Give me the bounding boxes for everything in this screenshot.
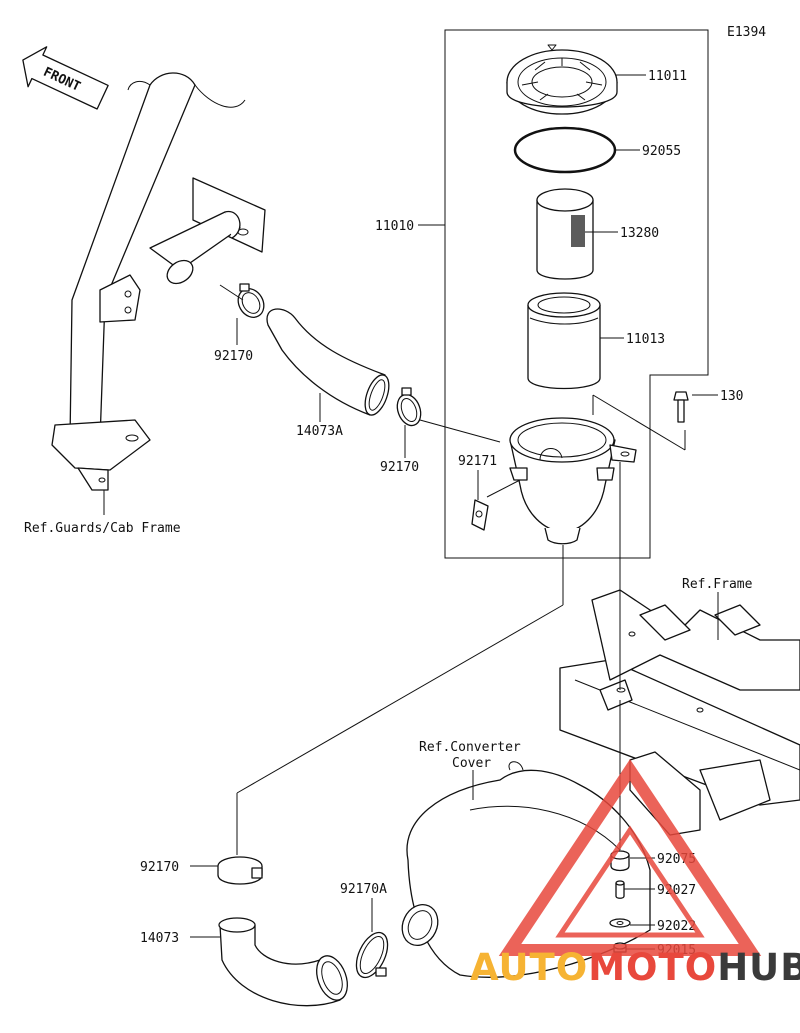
intake-hose-14073A: [266, 308, 390, 416]
hose-clamp-92170-b: [396, 387, 422, 427]
watermark-triangle-icon: [498, 759, 762, 956]
label-11013: 11013: [626, 332, 665, 347]
air-cleaner-cap-11011: [506, 44, 618, 115]
label-92170-b: 92170: [380, 460, 419, 475]
o-ring-92055: [513, 126, 617, 174]
label-92170-c: 92170: [140, 860, 179, 875]
watermark-moto: MOTO: [588, 946, 717, 989]
assembly-bracket-11010: [444, 29, 709, 559]
clip-92171: [471, 499, 489, 531]
label-14073A: 14073A: [296, 424, 343, 439]
ref-frame: Ref.Frame: [682, 577, 753, 592]
ref-guards-cab-frame: Ref.Guards/Cab Frame: [24, 521, 181, 536]
label-92171: 92171: [458, 454, 497, 469]
main-frame: [559, 589, 800, 836]
cab-frame-tube: [51, 72, 246, 491]
label-92170A: 92170A: [340, 882, 387, 897]
label-92055: 92055: [642, 144, 681, 159]
bolt-130: [673, 391, 689, 423]
automotohub-watermark-logo: AUTOMOTOHUB: [470, 759, 800, 989]
hose-clamp-92170-a: [237, 283, 265, 318]
frame-duct-bracket: [149, 177, 266, 285]
leader-lines: [103, 74, 719, 950]
label-11011: 11011: [648, 69, 687, 84]
pre-filter-13280: [536, 188, 594, 280]
diagram-code: E1394: [727, 25, 766, 40]
label-130: 130: [720, 389, 743, 404]
label-13280: 13280: [620, 226, 659, 241]
svg-text:AUTOMOTOHUB: AUTOMOTOHUB: [470, 946, 800, 989]
watermark-auto: AUTO: [470, 946, 588, 989]
label-92170-a: 92170: [214, 349, 253, 364]
label-92022: 92022: [657, 919, 696, 934]
air-cleaner-case: [509, 417, 637, 545]
washer-92022: [609, 918, 631, 928]
filter-element-11013: [527, 292, 601, 390]
hose-clamp-92170A: [355, 931, 389, 979]
collar-92027: [615, 880, 625, 899]
watermark-hub: HUB: [717, 946, 800, 989]
label-11010: 11010: [375, 219, 414, 234]
ref-converter-cover-line1: Ref.Converter: [419, 740, 521, 755]
front-arrow-icon: FRONT: [22, 46, 109, 110]
hose-clamp-92170-c: [217, 856, 263, 885]
grommet-92075: [610, 850, 630, 872]
intake-hose-14073: [218, 917, 348, 1007]
ref-converter-cover-line2: Cover: [452, 756, 491, 771]
label-14073: 14073: [140, 931, 179, 946]
